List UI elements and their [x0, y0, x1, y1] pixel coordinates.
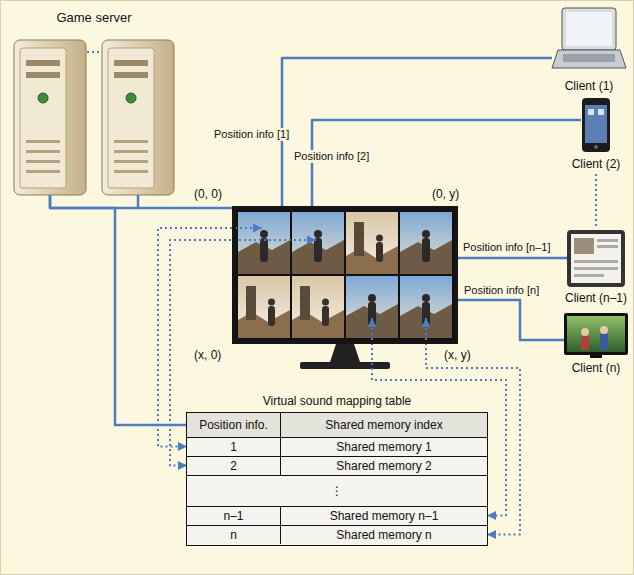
- connector: [458, 300, 564, 340]
- arrow-head: [487, 511, 496, 520]
- tablet-screen: [571, 234, 621, 283]
- tablet-picture: [574, 238, 594, 254]
- heading-label: Game server: [8, 10, 180, 25]
- table-row: nShared memory n: [187, 525, 487, 544]
- connector-line: [282, 58, 552, 206]
- game-thumbnail: [292, 276, 344, 338]
- tv-person: [581, 328, 589, 336]
- tv-person: [600, 334, 608, 350]
- client-label: Client (n): [572, 361, 621, 375]
- table-cell: Position info.: [187, 413, 281, 437]
- table-cell: n–1: [187, 507, 281, 525]
- table-title: Virtual sound mapping table: [147, 394, 527, 408]
- screen: [232, 206, 458, 344]
- table-row: 2Shared memory 2: [187, 456, 487, 475]
- table-cell: Shared memory 1: [281, 438, 487, 456]
- tv-stand: [590, 355, 602, 358]
- tablet-line: [574, 267, 618, 270]
- connector: [282, 58, 552, 206]
- table-row: n–1Shared memory n–1: [187, 506, 487, 525]
- server-tower: [14, 40, 86, 195]
- edge-label: Position info [2]: [292, 150, 371, 163]
- coordinate-label: (x, y): [444, 348, 471, 362]
- connector: [312, 120, 581, 206]
- table-cell: Shared memory n–1: [281, 507, 487, 525]
- server-group: Game server: [8, 8, 180, 196]
- edge-label: Position info [1]: [212, 128, 291, 141]
- edge-label: Position info [n]: [462, 284, 541, 297]
- coordinate-label: (0, 0): [194, 187, 222, 201]
- server-tower: [102, 40, 174, 195]
- edge-label: Position info [n–1]: [461, 241, 552, 254]
- tablet-line: [574, 274, 604, 277]
- table-cell: Shared memory n: [281, 526, 487, 544]
- laptop-lid: [562, 8, 616, 50]
- phone-body: [582, 98, 610, 152]
- client-device: Client (2): [581, 96, 611, 154]
- laptop-screen: [566, 12, 612, 46]
- dotted-connector-line: [595, 174, 597, 228]
- client-device: Client (1): [552, 4, 626, 76]
- game-thumbnail: [238, 212, 290, 274]
- phone-button: [594, 145, 598, 149]
- game-thumbnail: [346, 212, 398, 274]
- laptop-base: [552, 50, 626, 68]
- table-row: ⋮: [187, 475, 487, 506]
- phone-icon: [588, 109, 594, 115]
- monitor-base: [300, 362, 390, 369]
- game-thumbnail: [292, 212, 344, 274]
- tablet-line: [597, 245, 618, 248]
- arrow-head: [422, 318, 431, 327]
- arrow-head: [307, 236, 316, 245]
- tv-person: [581, 336, 589, 350]
- tablet-line: [597, 239, 618, 242]
- game-thumbnail: [238, 276, 290, 338]
- client-device: Client (n–1): [567, 228, 625, 288]
- connector-line: [50, 196, 186, 425]
- arrow-head: [253, 224, 262, 233]
- table-cell: Shared memory 2: [281, 457, 487, 475]
- connector: [458, 258, 567, 259]
- tablet-body: [567, 230, 625, 287]
- tv-person: [600, 326, 608, 334]
- connector: [50, 196, 186, 425]
- arrow-head: [487, 530, 496, 539]
- table-cell: Shared memory index: [281, 413, 487, 437]
- table-cell: 1: [187, 438, 281, 456]
- tablet-line: [574, 260, 618, 263]
- connector: [596, 174, 597, 228]
- table-row: 1Shared memory 1: [187, 437, 487, 456]
- laptop-keys: [563, 54, 615, 62]
- coordinate-label: (x, 0): [194, 348, 221, 362]
- coordinate-label: (0, y): [432, 187, 459, 201]
- tv-screen: [567, 316, 625, 352]
- arrow-head: [368, 318, 377, 327]
- mapping-table: Virtual sound mapping tablePosition info…: [186, 412, 488, 546]
- connector-line: [458, 300, 564, 340]
- monitor-stand: [330, 344, 360, 362]
- phone-screen: [585, 105, 607, 143]
- connector-line: [458, 257, 567, 260]
- game-thumbnail: [400, 212, 452, 274]
- server-link: [87, 51, 101, 53]
- table-cell: ⋮: [187, 476, 487, 506]
- table-cell: n: [187, 526, 281, 544]
- connector-line: [312, 120, 581, 206]
- client-label: Client (1): [565, 79, 614, 93]
- table-row: Position info.Shared memory index: [187, 413, 487, 437]
- phone-icon: [598, 109, 604, 115]
- display-screen: (0, 0)(0, y)(x, 0)(x, y): [232, 206, 458, 344]
- client-label: Client (n–1): [565, 291, 627, 305]
- client-device: Client (n): [564, 312, 628, 358]
- client-label: Client (2): [572, 157, 621, 171]
- table-cell: 2: [187, 457, 281, 475]
- tv-bezel: [564, 313, 628, 355]
